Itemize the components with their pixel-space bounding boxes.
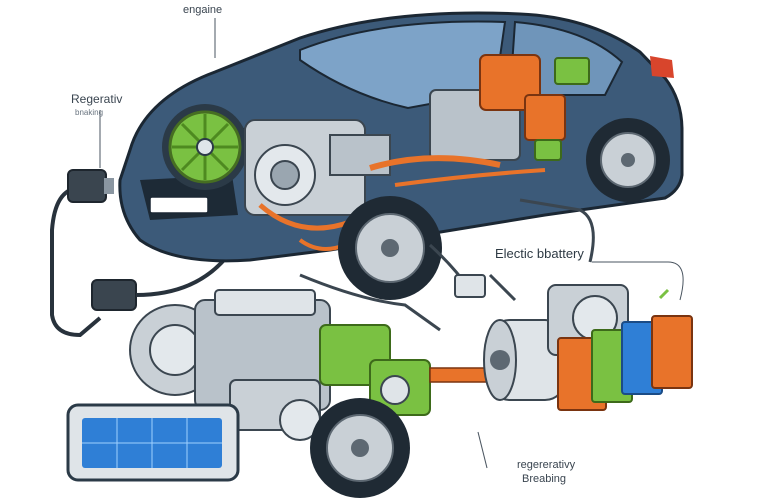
battery-pack [557,315,693,411]
battery-label: Electic bbattery [495,246,584,261]
regenerative-label-bottom: regererativy [517,459,576,471]
front-wheel [338,196,442,300]
drivetrain-assembly [129,289,501,498]
engine-bay [244,54,590,251]
solar-panel [66,403,240,482]
regenerative-sublabel-bottom: Breabing [522,473,567,485]
rear-wheel [586,118,670,202]
leader-lines [99,18,684,469]
cooling-fan [162,104,248,190]
engine-label: engaine [183,4,223,16]
regenerative-sublabel-top: bnaking [75,108,104,117]
regenerative-label-top: Regerativ [71,92,123,106]
